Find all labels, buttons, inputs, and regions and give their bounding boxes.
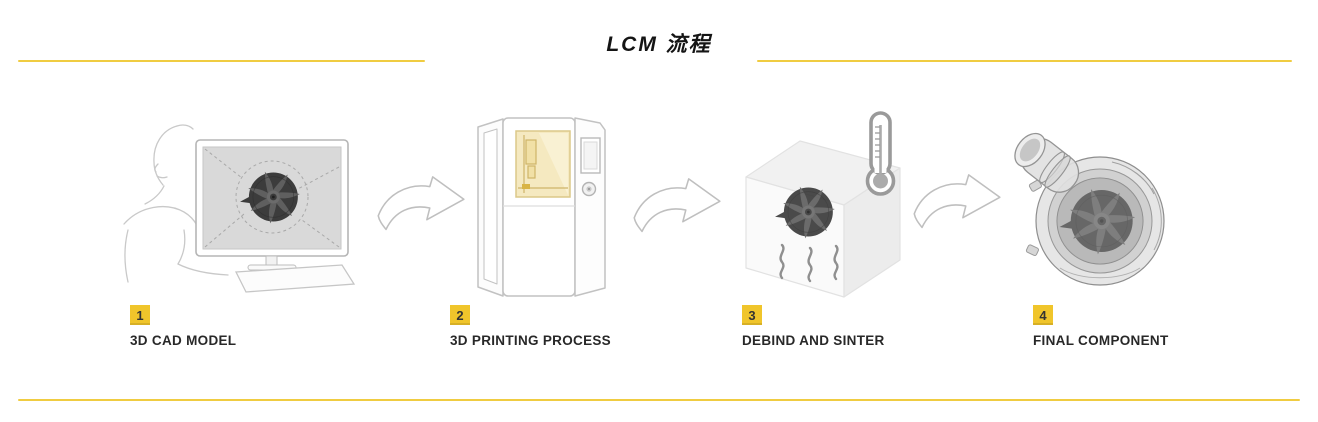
- heat-waves-icon: [779, 243, 839, 283]
- printer-knob-icon: [581, 181, 597, 197]
- divider-top-right: [757, 60, 1292, 62]
- step-4-label: FINAL COMPONENT: [1033, 333, 1169, 348]
- turbo-housing-icon: [1025, 156, 1165, 286]
- printer-display-icon: [580, 137, 601, 174]
- step-1-label: 3D CAD MODEL: [130, 333, 237, 348]
- divider-top-left: [18, 60, 425, 62]
- divider-bottom: [18, 399, 1300, 401]
- step-2-number-badge: 2: [450, 305, 470, 325]
- page-title: LCM 流程: [606, 33, 712, 56]
- printer-window-icon: [515, 130, 571, 198]
- step-3-number-badge: 3: [742, 305, 762, 325]
- curved-right-arrow-icon: [628, 176, 728, 246]
- final-component-illustration: [1014, 132, 1165, 286]
- monitor-icon: [195, 139, 349, 271]
- sinter-furnace-illustration: [745, 111, 901, 298]
- keyboard-icon: [234, 264, 356, 293]
- step-1-number-badge: 1: [130, 305, 150, 325]
- step-3-label: DEBIND AND SINTER: [742, 333, 885, 348]
- printer-illustration: [477, 117, 606, 297]
- inlet-pipe-icon: [1014, 132, 1080, 193]
- furnace-cube-icon: [745, 140, 901, 298]
- cad-model-illustration: [123, 124, 356, 293]
- step-4-number-badge: 4: [1033, 305, 1053, 325]
- step-2-label: 3D PRINTING PROCESS: [450, 333, 611, 348]
- curved-right-arrow-icon: [372, 174, 472, 244]
- curved-right-arrow-icon: [908, 172, 1008, 242]
- thermometer-icon: [865, 111, 896, 196]
